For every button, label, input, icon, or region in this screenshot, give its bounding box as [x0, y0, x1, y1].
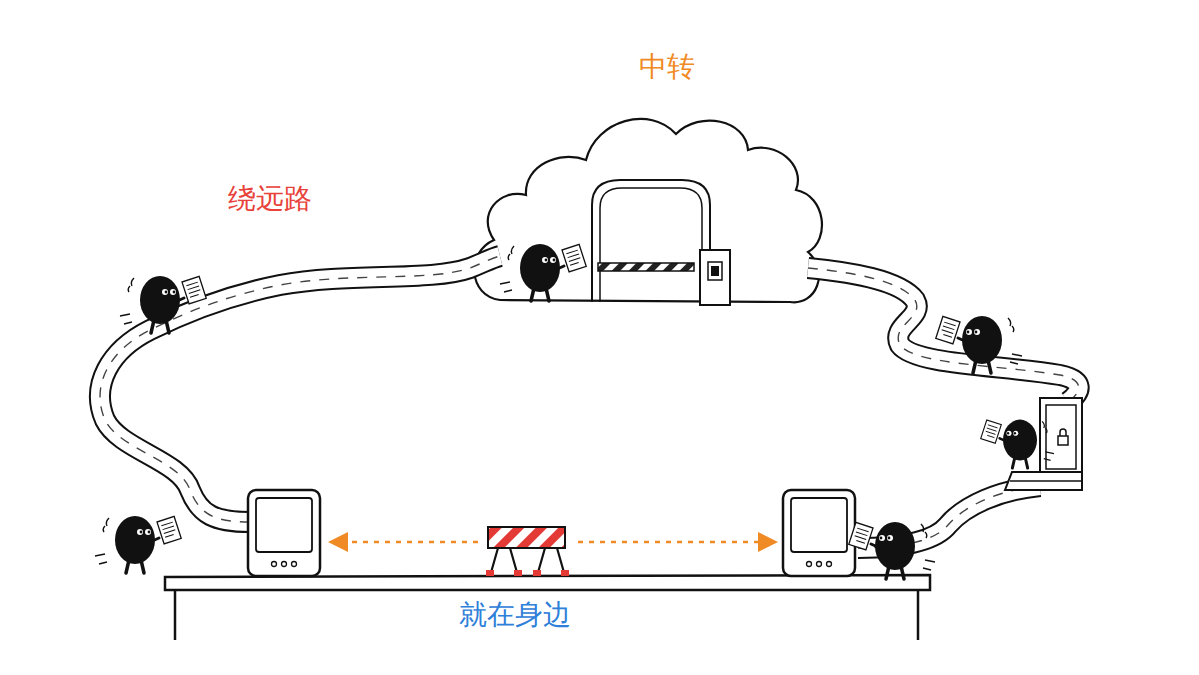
table	[165, 575, 930, 640]
cloud-shape	[474, 119, 822, 302]
annotation-label: 就在身边	[435, 598, 595, 632]
road-barrier	[486, 527, 569, 576]
annotation-label: 绕远路	[205, 182, 335, 216]
road-left	[100, 256, 500, 522]
device-left	[248, 490, 320, 576]
cloud-heading: 中转	[468, 50, 830, 84]
device-right	[783, 490, 855, 576]
